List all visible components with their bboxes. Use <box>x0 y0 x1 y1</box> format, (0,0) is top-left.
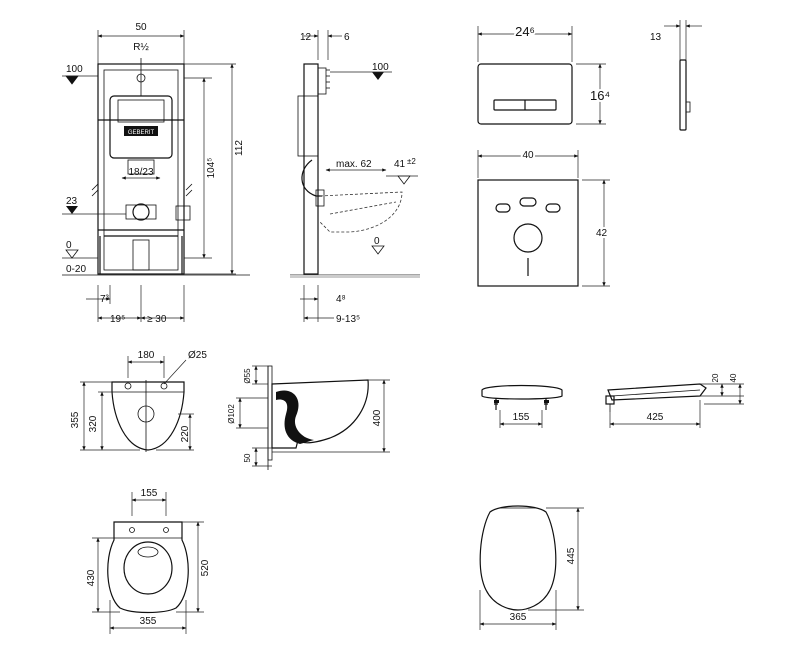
mat-width-label: 40 <box>522 150 534 161</box>
plate-thickness-label: 13 <box>650 32 662 43</box>
side-tolerance-label: ±2 <box>407 157 416 166</box>
side-height-label: 400 <box>372 409 383 426</box>
bowl-side-view: Ø55 Ø102 50 400 <box>227 365 390 470</box>
side-bottom-label: 50 <box>243 453 252 462</box>
bowl-height-right-label: 220 <box>180 425 191 442</box>
lid-height-label: 445 <box>566 547 577 564</box>
side-top-b-label: 6 <box>344 32 350 43</box>
offset-c-label: ≥ 30 <box>147 314 167 325</box>
bowl-height-mid-label: 320 <box>88 415 99 432</box>
plate-width-label: 24⁶ <box>515 24 535 39</box>
bowl-top-width-top-label: 155 <box>141 488 158 499</box>
bowl-top-height-right-label: 520 <box>200 559 211 576</box>
level-top-label: 100 <box>66 64 83 75</box>
height-frame-label: 104⁵ <box>206 158 217 179</box>
bowl-top-view: 155 430 520 355 <box>86 488 211 634</box>
plate-height-label: 16⁴ <box>590 88 610 103</box>
side-pipe-b-label: Ø102 <box>227 404 236 424</box>
side-height41-label: 41 <box>394 159 406 170</box>
seat-depth-label: 425 <box>647 412 664 423</box>
level-floor-label: 0-20 <box>66 264 86 275</box>
level-mid-label: 23 <box>66 196 78 207</box>
flush-plate-view: 24⁶ 16⁴ 13 <box>477 20 702 131</box>
seat-height-b-label: 40 <box>729 373 738 382</box>
bowl-hole-label: Ø25 <box>188 350 207 361</box>
level-zero-label: 0 <box>66 240 72 251</box>
offset-a-label: 7³ <box>100 294 110 305</box>
bowl-front-view: 180 Ø25 355 320 220 <box>70 350 207 452</box>
side-bottom-a-label: 4⁸ <box>336 294 346 305</box>
frame-front-view: 50 R½ 100 GEBERIT 18/23 <box>62 22 250 325</box>
bowl-top-width-label: 355 <box>140 616 157 627</box>
lid-top-view: 445 365 <box>479 505 584 630</box>
side-level-zero-label: 0 <box>374 236 380 247</box>
lid-width-label: 365 <box>510 612 527 623</box>
seat-front-view: 155 <box>481 384 563 428</box>
mat-height-label: 42 <box>596 228 608 239</box>
sound-mat-view: 40 42 <box>477 148 610 287</box>
pipe-label: R½ <box>133 42 149 53</box>
seat-width-label: 155 <box>513 412 530 423</box>
bowl-height-left-label: 355 <box>70 411 81 428</box>
frame-width-label: 50 <box>135 22 147 33</box>
side-top-a-label: 12 <box>300 32 312 43</box>
bowl-top-height-left-label: 430 <box>86 569 97 586</box>
seat-height-a-label: 20 <box>711 373 720 382</box>
frame-side-view: 12 6 100 max. 62 41 ±2 0 4⁸ 9-13⁵ <box>290 30 420 325</box>
svg-text:GEBERIT: GEBERIT <box>128 130 155 136</box>
side-level-top-label: 100 <box>372 62 389 73</box>
side-max-depth-label: max. 62 <box>336 159 372 170</box>
seat-side-view: 20 40 425 <box>605 373 744 428</box>
spacing-label: 18/23 <box>128 167 153 178</box>
offset-b-label: 19⁵ <box>110 314 125 325</box>
side-pipe-a-label: Ø55 <box>243 368 252 384</box>
bowl-top-width-label: 180 <box>138 350 155 361</box>
side-bottom-b-label: 9-13⁵ <box>336 314 360 325</box>
height-total-label: 112 <box>234 140 245 156</box>
